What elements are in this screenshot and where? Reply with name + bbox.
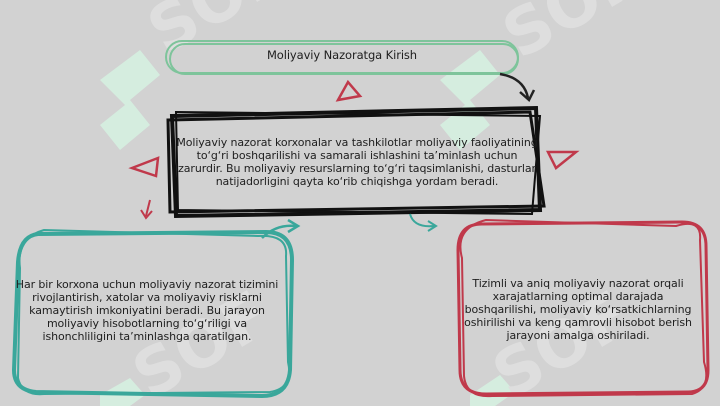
triangle-right xyxy=(545,150,580,170)
right-box xyxy=(456,218,710,398)
title-text: Moliyaviy Nazoratga Kirish xyxy=(266,48,417,62)
main-box xyxy=(166,105,546,219)
left-text: Har bir korxona uchun moliyaviy nazorat … xyxy=(15,278,279,343)
arrow-left-to-main xyxy=(261,218,301,239)
watermark-text-right: SOF xyxy=(491,0,653,74)
triangle-top-center xyxy=(335,79,363,102)
main-text: Moliyaviy nazorat korxonalar va tashkilo… xyxy=(176,136,538,188)
arrow-main-to-right xyxy=(409,213,438,232)
right-text: Tizimli va aniq moliyaviy nazorat orqali… xyxy=(464,277,692,342)
arrow-main-to-left xyxy=(140,199,153,220)
watermark-logo-center xyxy=(440,50,500,150)
left-box xyxy=(11,228,295,399)
triangle-left xyxy=(128,156,160,178)
watermark-logo-left xyxy=(100,50,160,150)
arrow-title-to-main xyxy=(499,72,536,103)
title-box xyxy=(165,40,519,75)
